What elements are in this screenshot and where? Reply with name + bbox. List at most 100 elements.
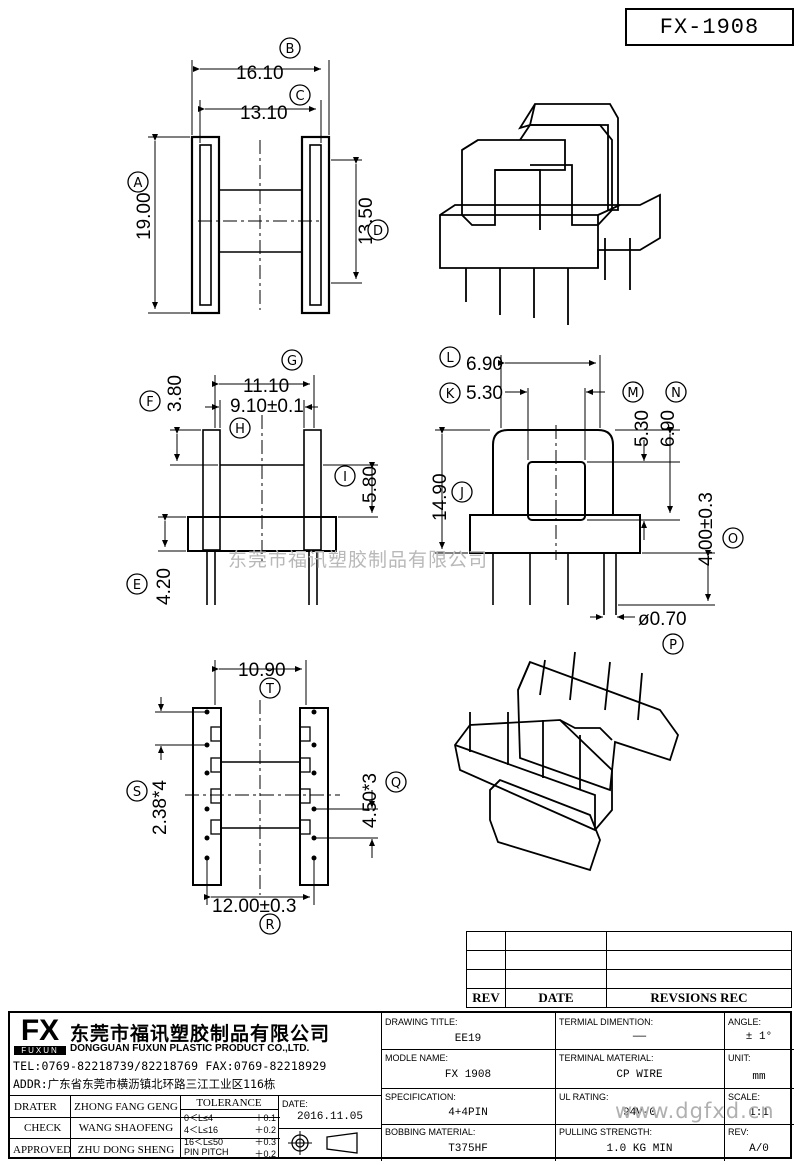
drawing-title-value: EE19 (454, 1033, 482, 1045)
label-g-circle: G (281, 349, 303, 371)
dim-p-text: ø0.70 (638, 609, 687, 630)
svg-text:T: T (265, 682, 274, 697)
logo: FX FUXUN (14, 1014, 66, 1055)
dim-q-text: 4.50*3 (360, 773, 381, 828)
angle-value: ± 1° (745, 1031, 773, 1043)
date-value: 2016.11.05 (296, 1111, 363, 1123)
label-s-circle: S (126, 780, 148, 802)
logo-sub: FUXUN (14, 1046, 66, 1055)
iso-view-bottom (454, 651, 679, 872)
tolerance-row-4: PIN PITCH＋0.2 (184, 1147, 276, 1159)
label-b-circle: B (279, 37, 301, 59)
terminal-mat-value: CP WIRE (616, 1069, 663, 1081)
scale-value: 1:1 (749, 1107, 769, 1119)
pulling-label: PULLING STRENGTH: (559, 1127, 653, 1137)
label-a-circle: A (127, 171, 149, 193)
ul-value: 94V-0 (622, 1107, 656, 1119)
tolerance-label: TOLERANCE (196, 1097, 262, 1109)
svg-text:Q: Q (391, 776, 401, 791)
svg-text:S: S (133, 785, 141, 800)
bottom-view (155, 660, 378, 905)
label-p-circle: P (662, 633, 684, 655)
svg-text:L: L (446, 351, 454, 366)
dim-f-text: 3.80 (165, 375, 186, 412)
unit-value: mm (752, 1071, 766, 1083)
rev-header: REV (466, 988, 506, 1008)
bobbin-label: BOBBING MATERIAL: (385, 1127, 476, 1137)
approved-value: ZHU DONG SHENG (77, 1144, 175, 1156)
check-label: CHECK (24, 1122, 62, 1134)
label-j-circle: J (451, 481, 473, 503)
label-k-circle: K (439, 382, 461, 404)
label-r-circle: R (259, 913, 281, 935)
model-value: FX 1908 (444, 1069, 492, 1081)
dim-e-text: 4.20 (154, 568, 175, 605)
footer-url: www.dgfxd.cn (615, 1099, 775, 1123)
logo-text: FX (20, 1014, 60, 1047)
dim-i-text: 5.80 (360, 466, 381, 503)
pulling-value: 1.0 KG MIN (606, 1143, 673, 1155)
svg-text:R: R (265, 918, 274, 933)
svg-text:A: A (134, 176, 143, 191)
dim-k-text: 5.30 (466, 383, 503, 404)
svg-text:H: H (235, 422, 245, 437)
date-header: DATE (505, 988, 607, 1008)
company-contact: TEL:0769-82218739/82218769 FAX:0769-8221… (13, 1059, 327, 1073)
drawing-code: FX-1908 (625, 8, 794, 46)
svg-text:P: P (669, 638, 677, 653)
svg-text:M: M (627, 386, 638, 401)
svg-text:J: J (459, 486, 464, 501)
label-q-circle: Q (385, 771, 407, 793)
bobbin-value: T375HF (448, 1143, 488, 1155)
terminal-dim-value: —— (632, 1031, 647, 1043)
svg-text:G: G (287, 354, 297, 369)
angle-label: ANGLE: (728, 1017, 762, 1027)
dim-h-text: 9.10±0.1 (230, 396, 304, 417)
label-d-circle: D (367, 219, 389, 241)
spec-value: 4+4PIN (448, 1107, 488, 1119)
company-name-cn: 东莞市福讯塑胶制品有限公司 (70, 1023, 331, 1045)
terminal-dim-label: TERMIAL DIMENTION: (559, 1017, 654, 1027)
tolerance-row-1: 0＜L≤4＋0.1 (184, 1113, 276, 1123)
dim-m-text: 5.30 (632, 410, 653, 447)
ul-label: UL RATING: (559, 1092, 609, 1102)
tolerance-row-3: 16＜L≤50＋0.3 (184, 1137, 276, 1147)
revision-table: REV DATE REVSIONS REC (466, 931, 792, 1008)
projection-symbol (288, 1131, 358, 1155)
label-l-circle: L (439, 346, 461, 368)
dim-t-text: 10.90 (238, 660, 286, 681)
svg-text:B: B (286, 42, 295, 57)
dim-g-text: 11.10 (243, 376, 289, 397)
drater-value: ZHONG FANG GENG (74, 1101, 178, 1113)
label-f-circle: F (139, 390, 161, 412)
drater-label: DRATER (14, 1101, 57, 1113)
dim-c-text: 13.10 (240, 103, 288, 124)
iso-view-top (439, 103, 661, 325)
rev-value: A/0 (749, 1143, 769, 1155)
approved-label: APPROVED (13, 1144, 72, 1156)
svg-text:F: F (146, 395, 153, 410)
label-c-circle: C (289, 84, 311, 106)
company-name-en: DONGGUAN FUXUN PLASTIC PRODUCT CO.,LTD. (70, 1043, 310, 1054)
model-label: MODLE NAME: (385, 1053, 449, 1063)
svg-text:E: E (133, 578, 141, 593)
svg-text:I: I (343, 470, 347, 485)
dim-l-text: 6.90 (466, 354, 503, 375)
terminal-mat-label: TERMINAL MATERIAL: (559, 1053, 654, 1063)
svg-text:C: C (295, 89, 304, 104)
rev-label: REV: (728, 1127, 749, 1137)
label-n-circle: N (665, 381, 687, 403)
label-m-circle: M (622, 381, 644, 403)
revisions-header: REVSIONS REC (606, 988, 792, 1008)
title-block: FX FUXUN 东莞市福讯塑胶制品有限公司 DONGGUAN FUXUN PL… (8, 1011, 794, 1161)
front-view (158, 375, 378, 605)
svg-text:N: N (671, 386, 681, 401)
dim-s-text: 2.38*4 (150, 780, 171, 835)
spec-label: SPECIFICATION: (385, 1092, 456, 1102)
svg-text:K: K (446, 387, 455, 402)
svg-text:O: O (728, 532, 738, 547)
watermark-text: 东莞市福讯塑胶制品有限公司 (228, 549, 489, 571)
dim-o-text: 4.00±0.3 (696, 492, 717, 566)
date-label: DATE: (282, 1099, 308, 1109)
